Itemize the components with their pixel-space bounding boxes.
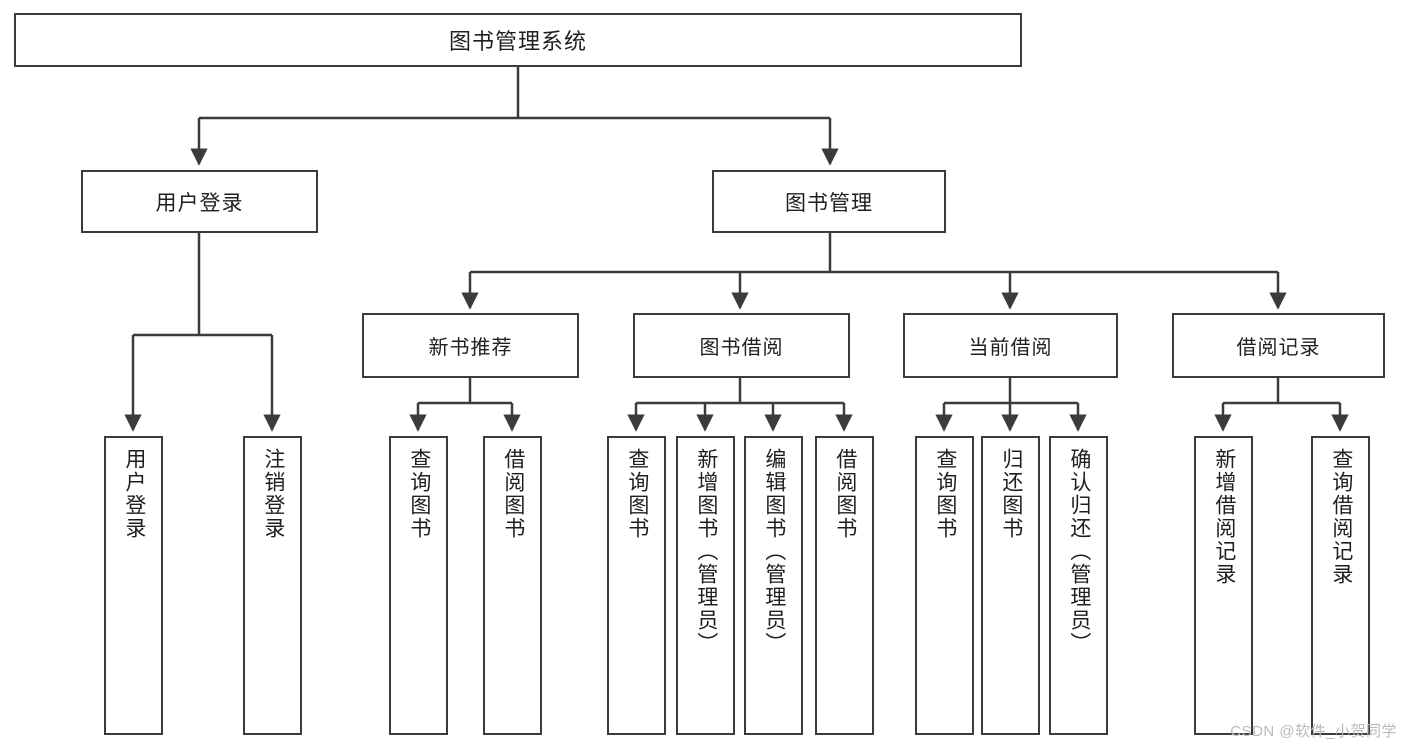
node-leaf-borrow-book-2-label: 借阅图书 [833,448,857,540]
node-user-login-label: 用户登录 [155,191,244,215]
node-leaf-borrow-book-1-label: 借阅图书 [501,448,525,540]
node-leaf-edit-book[interactable]: 编辑图书（管理员） [744,436,803,735]
node-borrow-record-label: 借阅记录 [1236,337,1321,359]
node-leaf-borrow-book-1[interactable]: 借阅图书 [483,436,542,735]
watermark-label: CSDN @软件_小贺同学 [1230,723,1397,740]
node-leaf-borrow-book-2[interactable]: 借阅图书 [815,436,874,735]
node-leaf-user-login[interactable]: 用户登录 [104,436,163,735]
node-leaf-add-book[interactable]: 新增图书（管理员） [676,436,735,735]
node-leaf-add-book-label: 新增图书（管理员） [694,448,718,655]
node-leaf-return-book[interactable]: 归还图书 [981,436,1040,735]
node-leaf-add-record-label: 新增借阅记录 [1212,448,1236,586]
node-leaf-logout[interactable]: 注销登录 [243,436,302,735]
node-leaf-query-book-2-label: 查询图书 [625,448,649,540]
node-borrow-record[interactable]: 借阅记录 [1172,313,1385,378]
node-leaf-edit-book-label: 编辑图书（管理员） [762,448,786,655]
node-leaf-query-book-1-label: 查询图书 [407,448,431,540]
node-user-login[interactable]: 用户登录 [81,170,318,233]
node-book-borrow[interactable]: 图书借阅 [633,313,850,378]
node-leaf-confirm-return-label: 确认归还（管理员） [1067,448,1091,655]
node-leaf-query-book-1[interactable]: 查询图书 [389,436,448,735]
node-root-label: 图书管理系统 [448,29,587,54]
node-current-borrow[interactable]: 当前借阅 [903,313,1118,378]
node-leaf-query-record[interactable]: 查询借阅记录 [1311,436,1370,735]
node-leaf-confirm-return[interactable]: 确认归还（管理员） [1049,436,1108,735]
node-leaf-query-record-label: 查询借阅记录 [1329,448,1353,586]
node-leaf-logout-label: 注销登录 [261,448,285,540]
node-leaf-query-book-3-label: 查询图书 [933,448,957,540]
node-leaf-query-book-3[interactable]: 查询图书 [915,436,974,735]
node-book-manage[interactable]: 图书管理 [712,170,946,233]
node-leaf-user-login-label: 用户登录 [122,448,146,540]
node-new-book-recommend[interactable]: 新书推荐 [362,313,579,378]
node-leaf-return-book-label: 归还图书 [999,448,1023,540]
node-new-book-recommend-label: 新书推荐 [428,337,513,359]
node-book-manage-label: 图书管理 [785,191,873,215]
node-leaf-add-record[interactable]: 新增借阅记录 [1194,436,1253,735]
node-current-borrow-label: 当前借阅 [968,337,1053,359]
node-leaf-query-book-2[interactable]: 查询图书 [607,436,666,735]
node-book-borrow-label: 图书借阅 [699,337,784,359]
node-root[interactable]: 图书管理系统 [14,13,1022,67]
